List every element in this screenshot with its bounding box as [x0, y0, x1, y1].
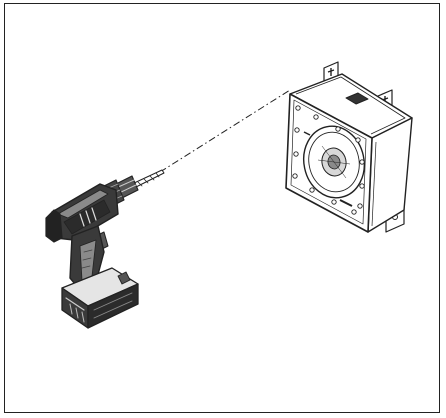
cordless-drill-icon [45, 169, 165, 329]
speaker-enclosure-icon [285, 61, 413, 233]
alignment-guide-line [159, 89, 291, 173]
